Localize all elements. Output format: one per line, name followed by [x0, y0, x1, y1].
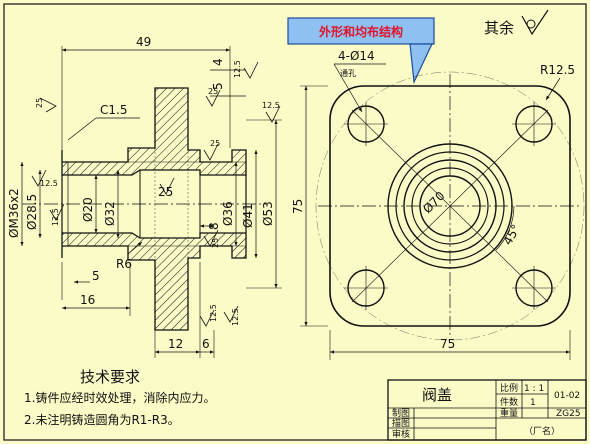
end-view-dimensions: 4-Ø14 通孔 R12.5 75 75 Ø70 45° — [291, 49, 575, 360]
scale-label: 比例 — [500, 382, 518, 394]
tech-requirements: 技术要求 1.铸件应经时效处理，消除内应力。 2.未注明铸造圆角为R1-R3。 — [24, 368, 215, 427]
dim-75-height: 75 — [291, 199, 305, 214]
roughness-value: 12.5 — [233, 60, 242, 78]
roughness-mark — [205, 89, 221, 107]
roughness-value: 12.5 — [231, 308, 240, 326]
dim-d285: Ø28.5 — [25, 194, 39, 230]
roughness-mark — [199, 309, 215, 327]
scale-value: 1 : 1 — [524, 384, 544, 394]
roughness-mark — [265, 105, 281, 123]
dim-d41: Ø41 — [241, 203, 255, 228]
material: ZG25 — [556, 409, 581, 419]
end-view — [315, 71, 585, 341]
dim-16: 16 — [80, 293, 95, 307]
roughness-value: 25 — [208, 87, 218, 96]
roughness-value: 12.5 — [262, 101, 280, 110]
dim-8: 8 — [207, 222, 221, 230]
dim-c15: C1.5 — [100, 103, 127, 117]
tech-req-title: 技术要求 — [80, 368, 140, 386]
roughness-value: 12.5 — [40, 179, 58, 188]
dim-through: 通孔 — [340, 68, 356, 78]
dim-75-width: 75 — [440, 337, 455, 351]
outer-boss-circle — [387, 143, 513, 269]
roughness-value: 25 — [211, 238, 220, 248]
dim-d53: Ø53 — [261, 201, 275, 226]
dim-5-bottom: 5 — [92, 269, 100, 283]
tech-req-item: 1.铸件应经时效处理，消除内应力。 — [24, 390, 215, 405]
dim-holes: 4-Ø14 — [338, 49, 375, 63]
part-name: 阀盖 — [422, 386, 452, 404]
roughness-value: 25 — [158, 185, 173, 199]
roughness-symbol-icon — [521, 9, 549, 36]
roughness-mark — [39, 97, 57, 113]
roughness-marks: 25 12.5 25 12.5 12.5 25 25 12.5 25 12.5 … — [31, 60, 281, 327]
section-view — [22, 87, 266, 331]
dim-r6: R6 — [116, 257, 132, 271]
roughness-value: 25 — [210, 139, 220, 148]
qty-value: 1 — [530, 398, 536, 408]
qty-label: 件数 — [500, 396, 518, 408]
title-block: 阀盖 比例 1 : 1 件数 1 01-02 重量 ZG25 制图 描图 审核 … — [387, 379, 587, 441]
roughness-mark — [159, 177, 175, 195]
dim-d32: Ø32 — [103, 201, 117, 226]
roughness-mark — [223, 305, 239, 323]
row-checked: 审核 — [392, 428, 410, 440]
dim-r125: R12.5 — [540, 63, 575, 77]
dim-d20: Ø20 — [81, 197, 95, 222]
roughness-mark — [49, 203, 65, 221]
roughness-value: 12.5 — [209, 304, 218, 322]
drawing-number: 01-02 — [554, 391, 580, 401]
roughness-mark — [203, 229, 219, 247]
roughness-value: 25 — [35, 98, 44, 108]
row-traced: 描图 — [392, 417, 410, 429]
bore-circle — [419, 175, 481, 237]
tech-req-item: 2.未注明铸造圆角为R1-R3。 — [24, 412, 180, 427]
weight-label: 重量 — [500, 407, 518, 419]
dim-5-top: 5 — [211, 82, 225, 90]
factory-name: （厂名） — [524, 425, 560, 437]
feature-callout: 外形和均布结构 — [287, 17, 435, 85]
row-drafted: 制图 — [392, 407, 410, 419]
dim-m36: ØM36x2 — [7, 188, 21, 238]
dim-6: 6 — [202, 337, 210, 351]
roughness-value: 12.5 — [51, 208, 60, 226]
dim-4: 4 — [211, 58, 225, 66]
dim-49: 49 — [136, 35, 151, 49]
roughness-mark — [203, 143, 219, 161]
roughness-mark — [31, 169, 47, 187]
section-dimensions: 49 4 5 C1.5 5 16 12 6 R6 ØM36x2 Ø28.5 — [7, 35, 282, 358]
callout-text: 外形和均布结构 — [319, 24, 403, 39]
dim-12: 12 — [168, 337, 183, 351]
dim-45deg: 45° — [500, 222, 523, 247]
drawing-border — [3, 3, 587, 441]
roughness-mark — [243, 61, 259, 79]
dim-d36: Ø36 — [221, 201, 235, 226]
roughness-note: 其余 — [484, 19, 514, 37]
